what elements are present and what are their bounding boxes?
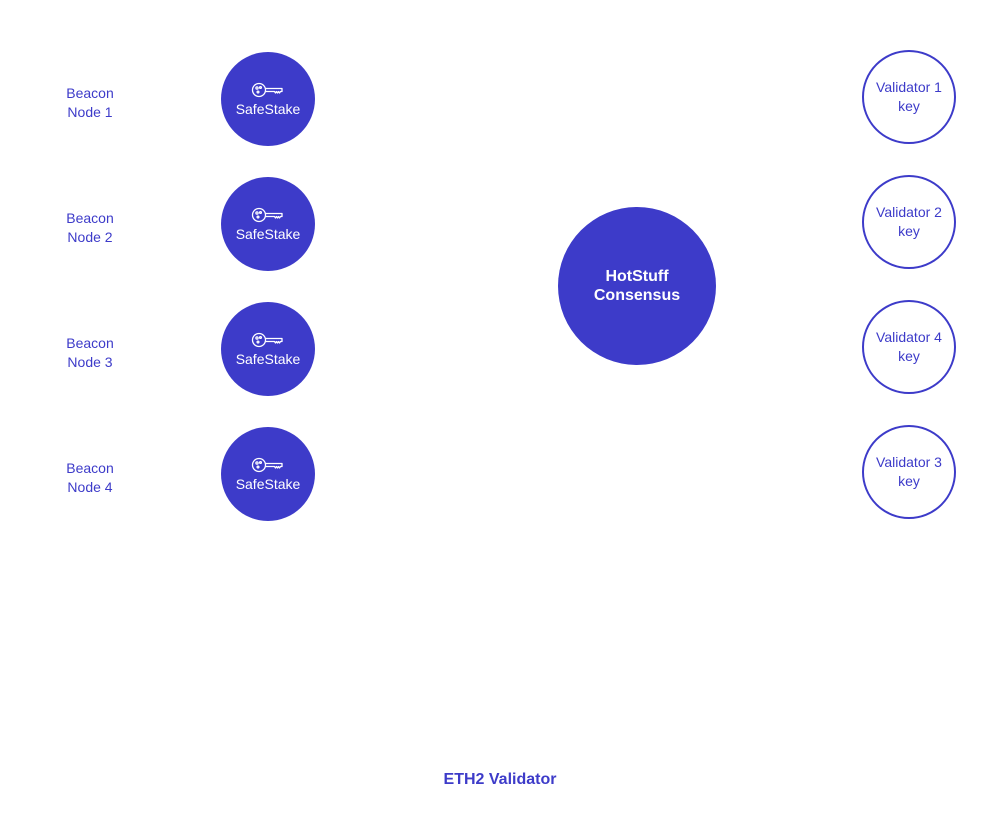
safestake-label: SafeStake: [235, 226, 301, 242]
safestake-label: SafeStake: [235, 351, 301, 367]
diagram-title: ETH2 Validator: [443, 771, 557, 788]
key-icon: [251, 457, 283, 473]
safestake-label: SafeStake: [235, 101, 301, 117]
beacon-node-1-label: Beacon Node 1: [66, 85, 114, 120]
safestake-node-1: SafeStake: [221, 52, 315, 146]
key-icon: [251, 207, 283, 223]
key-icon: [251, 332, 283, 348]
validator-key-node-4: Validator 3 key: [862, 425, 956, 519]
beacon-node-4-label: Beacon Node 4: [66, 460, 114, 495]
safestake-node-4: SafeStake: [221, 427, 315, 521]
safestake-node-3: SafeStake: [221, 302, 315, 396]
validator-key-node-3: Validator 4 key: [862, 300, 956, 394]
key-icon: [251, 82, 283, 98]
safestake-node-2: SafeStake: [221, 177, 315, 271]
validator-key-node-1: Validator 1 key: [862, 50, 956, 144]
hotstuff-consensus-node: HotStuff Consensus: [558, 207, 716, 365]
safestake-label: SafeStake: [235, 476, 301, 492]
beacon-node-3-label: Beacon Node 3: [66, 335, 114, 370]
validator-key-node-2: Validator 2 key: [862, 175, 956, 269]
beacon-node-2-label: Beacon Node 2: [66, 210, 114, 245]
